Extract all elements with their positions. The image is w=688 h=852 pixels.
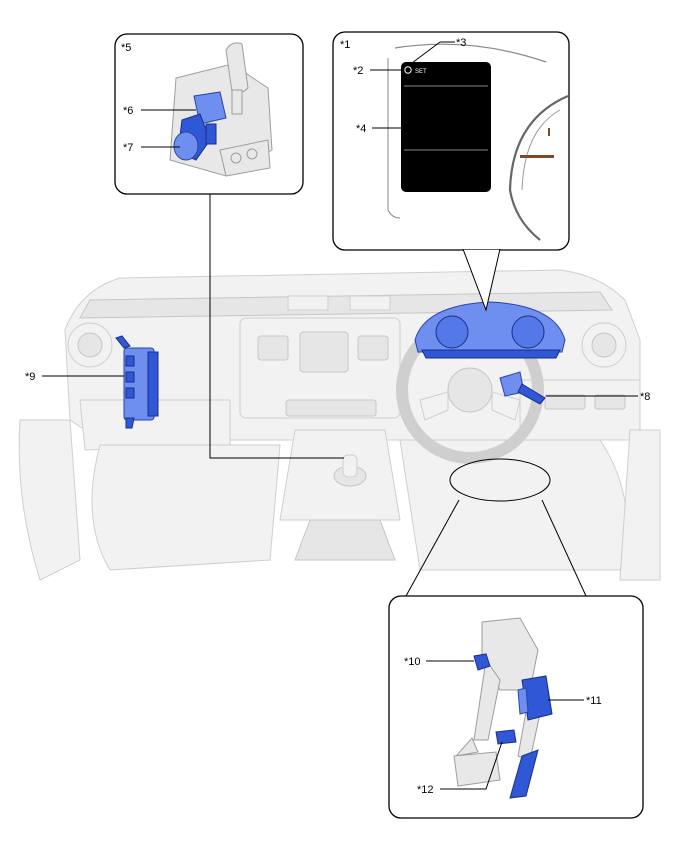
label-4: *4 <box>356 123 366 135</box>
set-indicator-text: SET <box>415 69 427 75</box>
label-2: *2 <box>353 65 363 77</box>
callout-labels: *1 *2 *3 *4 *5 *6 *7 *8 *9 *10 *11 *12 <box>25 37 650 796</box>
label-5: *5 <box>121 42 131 54</box>
label-7: *7 <box>123 142 133 154</box>
label-11: *11 <box>586 695 602 707</box>
detail-box-shift-lever <box>114 33 304 195</box>
label-6: *6 <box>123 105 133 117</box>
ecu-module <box>115 335 159 429</box>
pedal-area-highlight <box>449 458 551 502</box>
label-1: *1 <box>340 39 350 51</box>
detail-box-combination-meter: SET <box>332 31 570 312</box>
shift-lever-callout-line <box>209 194 344 459</box>
label-10: *10 <box>404 656 421 668</box>
label-3: *3 <box>456 37 466 49</box>
vehicle-interior-illustration <box>18 269 661 581</box>
detail-box-pedals <box>388 499 644 819</box>
label-12: *12 <box>417 784 434 796</box>
cruise-indicator-icon <box>404 66 412 74</box>
cruise-control-switch <box>499 371 546 405</box>
label-9: *9 <box>25 371 35 383</box>
callout-lines <box>42 41 638 790</box>
combination-meter-assembly <box>414 301 566 359</box>
label-8: *8 <box>640 391 650 403</box>
multi-information-display <box>401 62 491 192</box>
